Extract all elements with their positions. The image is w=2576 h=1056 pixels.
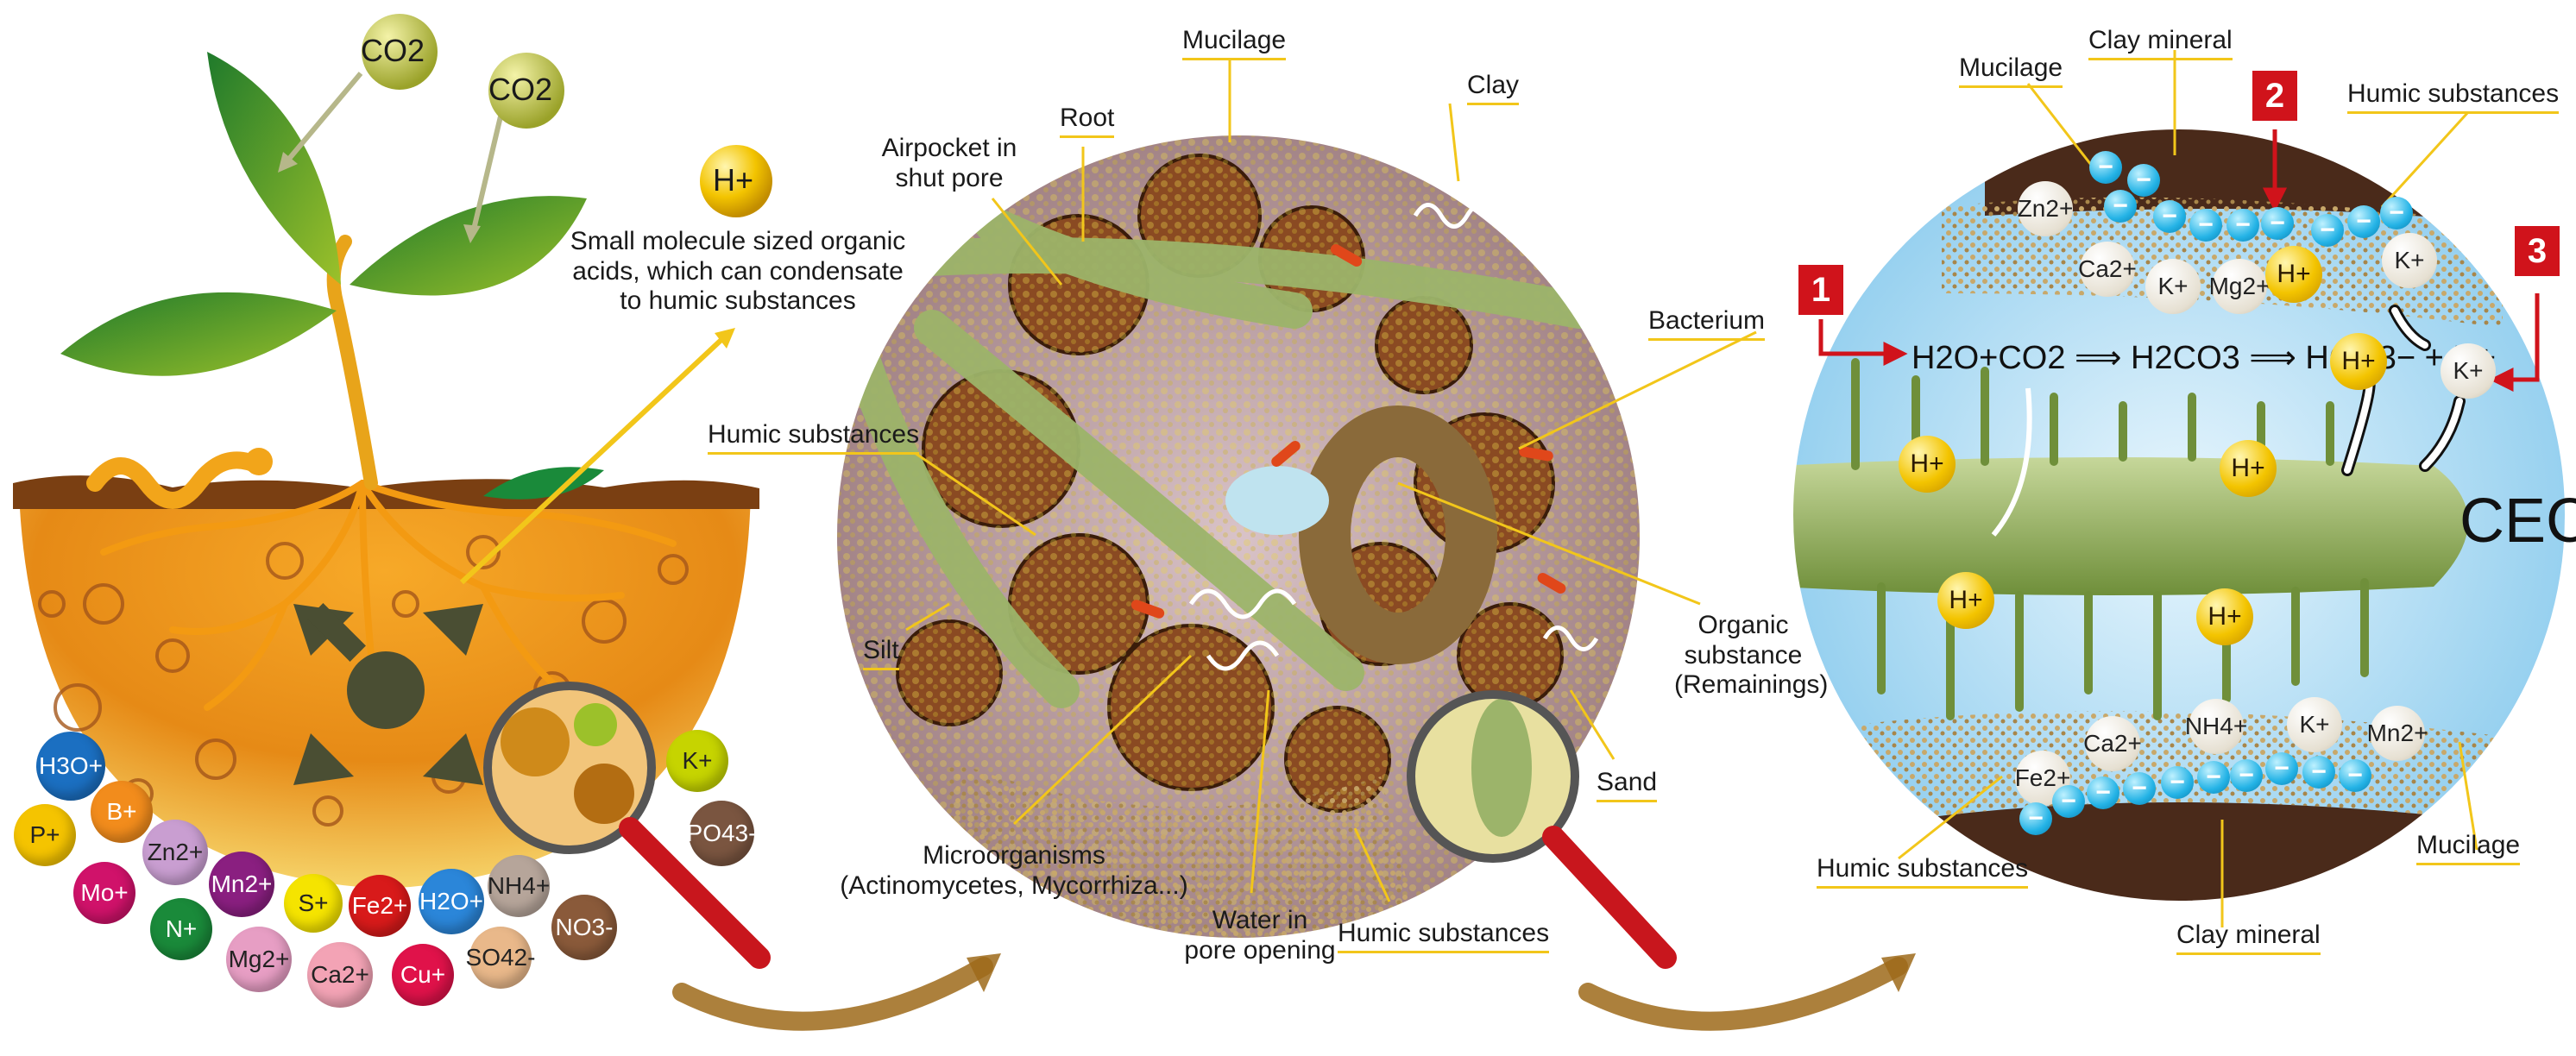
ion-h2o: H2O+ xyxy=(419,869,484,934)
ion-fe2: Fe2+ xyxy=(349,875,411,937)
negative-charge-top-4: − xyxy=(2226,209,2259,242)
negative-charge-bottom-6: − xyxy=(2265,752,2298,785)
leaf-left-big xyxy=(207,52,341,285)
label-mucilage-bottom: Mucilage xyxy=(2416,831,2520,865)
label-water-pore: Water in pore opening xyxy=(1178,906,1342,965)
marker-1: 1 xyxy=(1798,265,1843,315)
label-mucilage: Mucilage xyxy=(1182,26,1286,60)
negative-charge-bottom-7: − xyxy=(2302,756,2335,789)
ion-p: P+ xyxy=(14,804,76,866)
ion-k: K+ xyxy=(666,730,728,792)
water-pore xyxy=(1225,466,1329,535)
negative-charge-bottom-1: − xyxy=(2087,776,2119,809)
ion-ca2: Ca2+ xyxy=(307,942,373,1008)
label-clay-mineral-bottom: Clay mineral xyxy=(2176,921,2321,955)
cation-top-1: Ca2+ xyxy=(2080,242,2135,297)
ion-mn2: Mn2+ xyxy=(209,852,274,917)
label-organic: Organic substance (Remainings) xyxy=(1674,611,1812,701)
negative-charge-top-9: − xyxy=(2104,190,2137,223)
negative-charge-bottom-0: − xyxy=(2052,785,2085,818)
cation-top-0: Zn2+ xyxy=(2018,181,2073,236)
negative-charge-bottom-8: − xyxy=(2339,759,2371,792)
ion-po43: PO43- xyxy=(689,801,754,866)
root-body xyxy=(1778,457,2468,595)
cation-top-4: K+ xyxy=(2382,233,2437,288)
label-clay-mineral-top: Clay mineral xyxy=(2088,26,2233,60)
negative-charge-top-1: − xyxy=(2127,164,2160,197)
co2-label-a: CO2 xyxy=(361,33,425,68)
label-humic-bottom: Humic substances xyxy=(1338,919,1549,953)
leaf-right xyxy=(350,196,587,295)
leaf-left-low xyxy=(60,292,337,376)
co2-label-b: CO2 xyxy=(488,72,552,107)
negative-charge-top-3: − xyxy=(2189,209,2222,242)
hplus-root-3: H+ xyxy=(1937,572,1994,629)
ion-h3o: H3O+ xyxy=(36,732,105,801)
ion-n: N+ xyxy=(150,898,212,960)
ion-zn2: Zn2+ xyxy=(142,820,208,885)
cation-top-3: Mg2+ xyxy=(2212,259,2267,314)
negative-charge-top-5: − xyxy=(2261,207,2294,240)
negative-charge-top-6: − xyxy=(2311,214,2344,247)
negative-charge-top-2: − xyxy=(2153,200,2186,233)
label-airpocket: Airpocket in shut pore xyxy=(872,134,1027,193)
cation-top-2: K+ xyxy=(2145,259,2201,314)
label-bacterium: Bacterium xyxy=(1648,306,1765,341)
label-root: Root xyxy=(1060,104,1114,138)
flow-arrow-2 xyxy=(1588,966,1899,1021)
negative-charge-top-0: − xyxy=(2089,151,2122,184)
ion-mg2: Mg2+ xyxy=(226,927,292,992)
negative-charge-bottom-2: − xyxy=(2123,772,2156,805)
hplus-root-4: H+ xyxy=(2196,588,2253,645)
ion-no3: NO3- xyxy=(551,895,617,960)
label-mucilage-top: Mucilage xyxy=(1959,53,2063,88)
negative-charge-bottom-4: − xyxy=(2197,761,2230,794)
cation-bottom-3: K+ xyxy=(2287,697,2342,752)
kplus-released: K+ xyxy=(2441,343,2496,399)
negative-charge-bottom-3: − xyxy=(2161,766,2194,799)
ion-s: S+ xyxy=(284,874,343,933)
ion-nh4: NH4+ xyxy=(488,855,550,917)
cation-bottom-4: Mn2+ xyxy=(2370,706,2425,761)
hplus-root-1: H+ xyxy=(1899,436,1956,493)
label-clay: Clay xyxy=(1467,71,1519,105)
label-humic-top: Humic substances xyxy=(708,420,919,455)
negative-charge-bottom-5: − xyxy=(2230,759,2263,792)
ion-mo: Mo+ xyxy=(73,862,135,924)
hplus-root-2: H+ xyxy=(2220,440,2277,497)
flow-arrow-1 xyxy=(682,966,984,1021)
negative-charge-bottom-9: − xyxy=(2019,802,2052,835)
label-humic-bottom-panel3: Humic substances xyxy=(1817,854,2028,889)
label-microorganisms: Microorganisms (Actinomycetes, Mycorrhiz… xyxy=(828,841,1200,901)
marker-2: 2 xyxy=(2252,71,2297,121)
cation-bottom-1: Ca2+ xyxy=(2085,716,2140,771)
label-humic-top-panel3: Humic substances xyxy=(2347,79,2559,114)
co2-arrow-a xyxy=(285,73,361,164)
hplus-label-panel1: H+ xyxy=(713,162,753,198)
hplus-clay: H+ xyxy=(2265,246,2322,303)
organic-acids-note: Small molecule sized organic acids, whic… xyxy=(570,227,906,317)
negative-charge-top-7: − xyxy=(2347,205,2380,238)
label-sand: Sand xyxy=(1597,768,1657,802)
hplus-equation: H+ xyxy=(2330,333,2387,390)
ion-cu: Cu+ xyxy=(392,944,454,1006)
ion-so42: SO42- xyxy=(469,927,532,989)
carbonic-acid-equation: H2O+CO2 ⟹ H2CO3 ⟹ HCO3− + H+ xyxy=(1912,338,2496,377)
label-silt: Silt xyxy=(863,636,899,670)
cec-label: CEC xyxy=(2459,486,2576,557)
cation-bottom-2: NH4+ xyxy=(2189,699,2244,754)
ion-b: B+ xyxy=(91,781,153,843)
negative-charge-top-8: − xyxy=(2380,197,2413,229)
marker-3: 3 xyxy=(2515,226,2560,276)
